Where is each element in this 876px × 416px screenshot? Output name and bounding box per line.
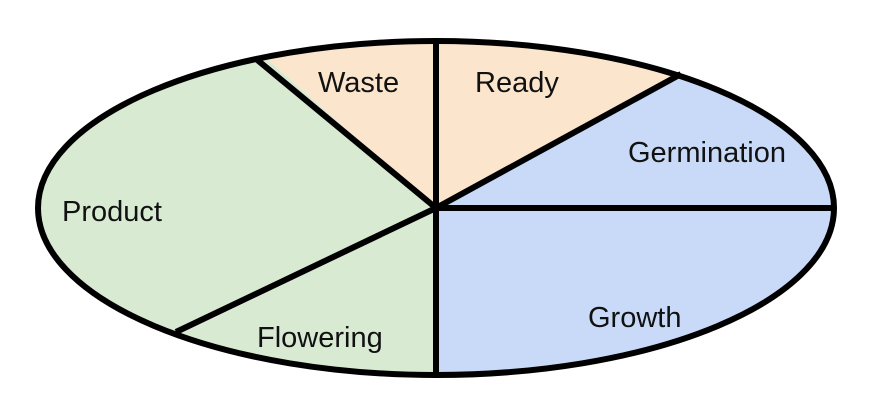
segment-label-product: Product (62, 196, 162, 228)
segment-dividers (174, 41, 834, 375)
segment-label-germination: Germination (628, 137, 786, 169)
divider-top-left (253, 55, 438, 211)
segment-label-growth: Growth (588, 302, 681, 334)
segment-label-flowering: Flowering (257, 322, 383, 354)
ellipse-outline (35, 38, 837, 378)
divider-bottom-left (174, 205, 438, 335)
segment-labels: Waste Ready Germination Product Growth F… (62, 67, 786, 354)
divider-top-right (434, 71, 683, 211)
segment-label-waste: Waste (318, 67, 399, 99)
segment-label-ready: Ready (475, 67, 559, 99)
